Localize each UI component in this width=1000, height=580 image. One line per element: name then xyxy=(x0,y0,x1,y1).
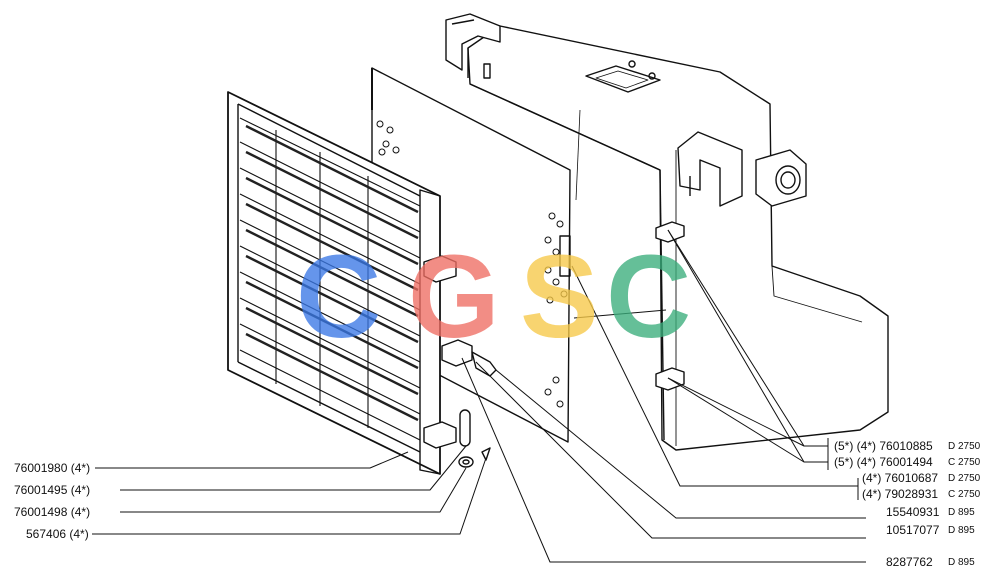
part-label: 8287762 xyxy=(886,555,933,569)
part-label: 76001495 (4*) xyxy=(14,483,91,497)
part-label: 15540931 xyxy=(886,505,940,519)
part-label: (4*) 79028931 xyxy=(862,487,939,501)
part-label: 567406 (4*) xyxy=(26,527,89,541)
watermark-letter-c2: C xyxy=(606,231,692,363)
reference-code: D 895 xyxy=(948,525,975,536)
part-label: (5*) (4*) 76010885 xyxy=(834,439,933,453)
reference-code: D 2750 xyxy=(948,441,981,452)
reference-code: D 895 xyxy=(948,507,975,518)
leader-lines xyxy=(92,229,866,563)
reference-code: C 2750 xyxy=(948,489,981,500)
housing-tank xyxy=(445,13,889,451)
watermark-letter-c1: C xyxy=(296,231,382,363)
reference-code: D 2750 xyxy=(948,473,981,484)
fasteners xyxy=(441,339,497,468)
watermark-letter-g: G xyxy=(408,231,500,363)
part-label: 76001980 (4*) xyxy=(14,461,91,475)
reference-code: D 895 xyxy=(948,557,975,568)
part-label: 10517077 xyxy=(886,523,940,537)
reference-code: C 2750 xyxy=(948,457,981,468)
part-label: 76001498 (4*) xyxy=(14,505,91,519)
part-label: (5*) (4*) 76001494 xyxy=(834,455,933,469)
watermark-letter-s: S xyxy=(520,231,599,363)
part-label: (4*) 76010687 xyxy=(862,471,939,485)
front-grille xyxy=(227,91,457,475)
